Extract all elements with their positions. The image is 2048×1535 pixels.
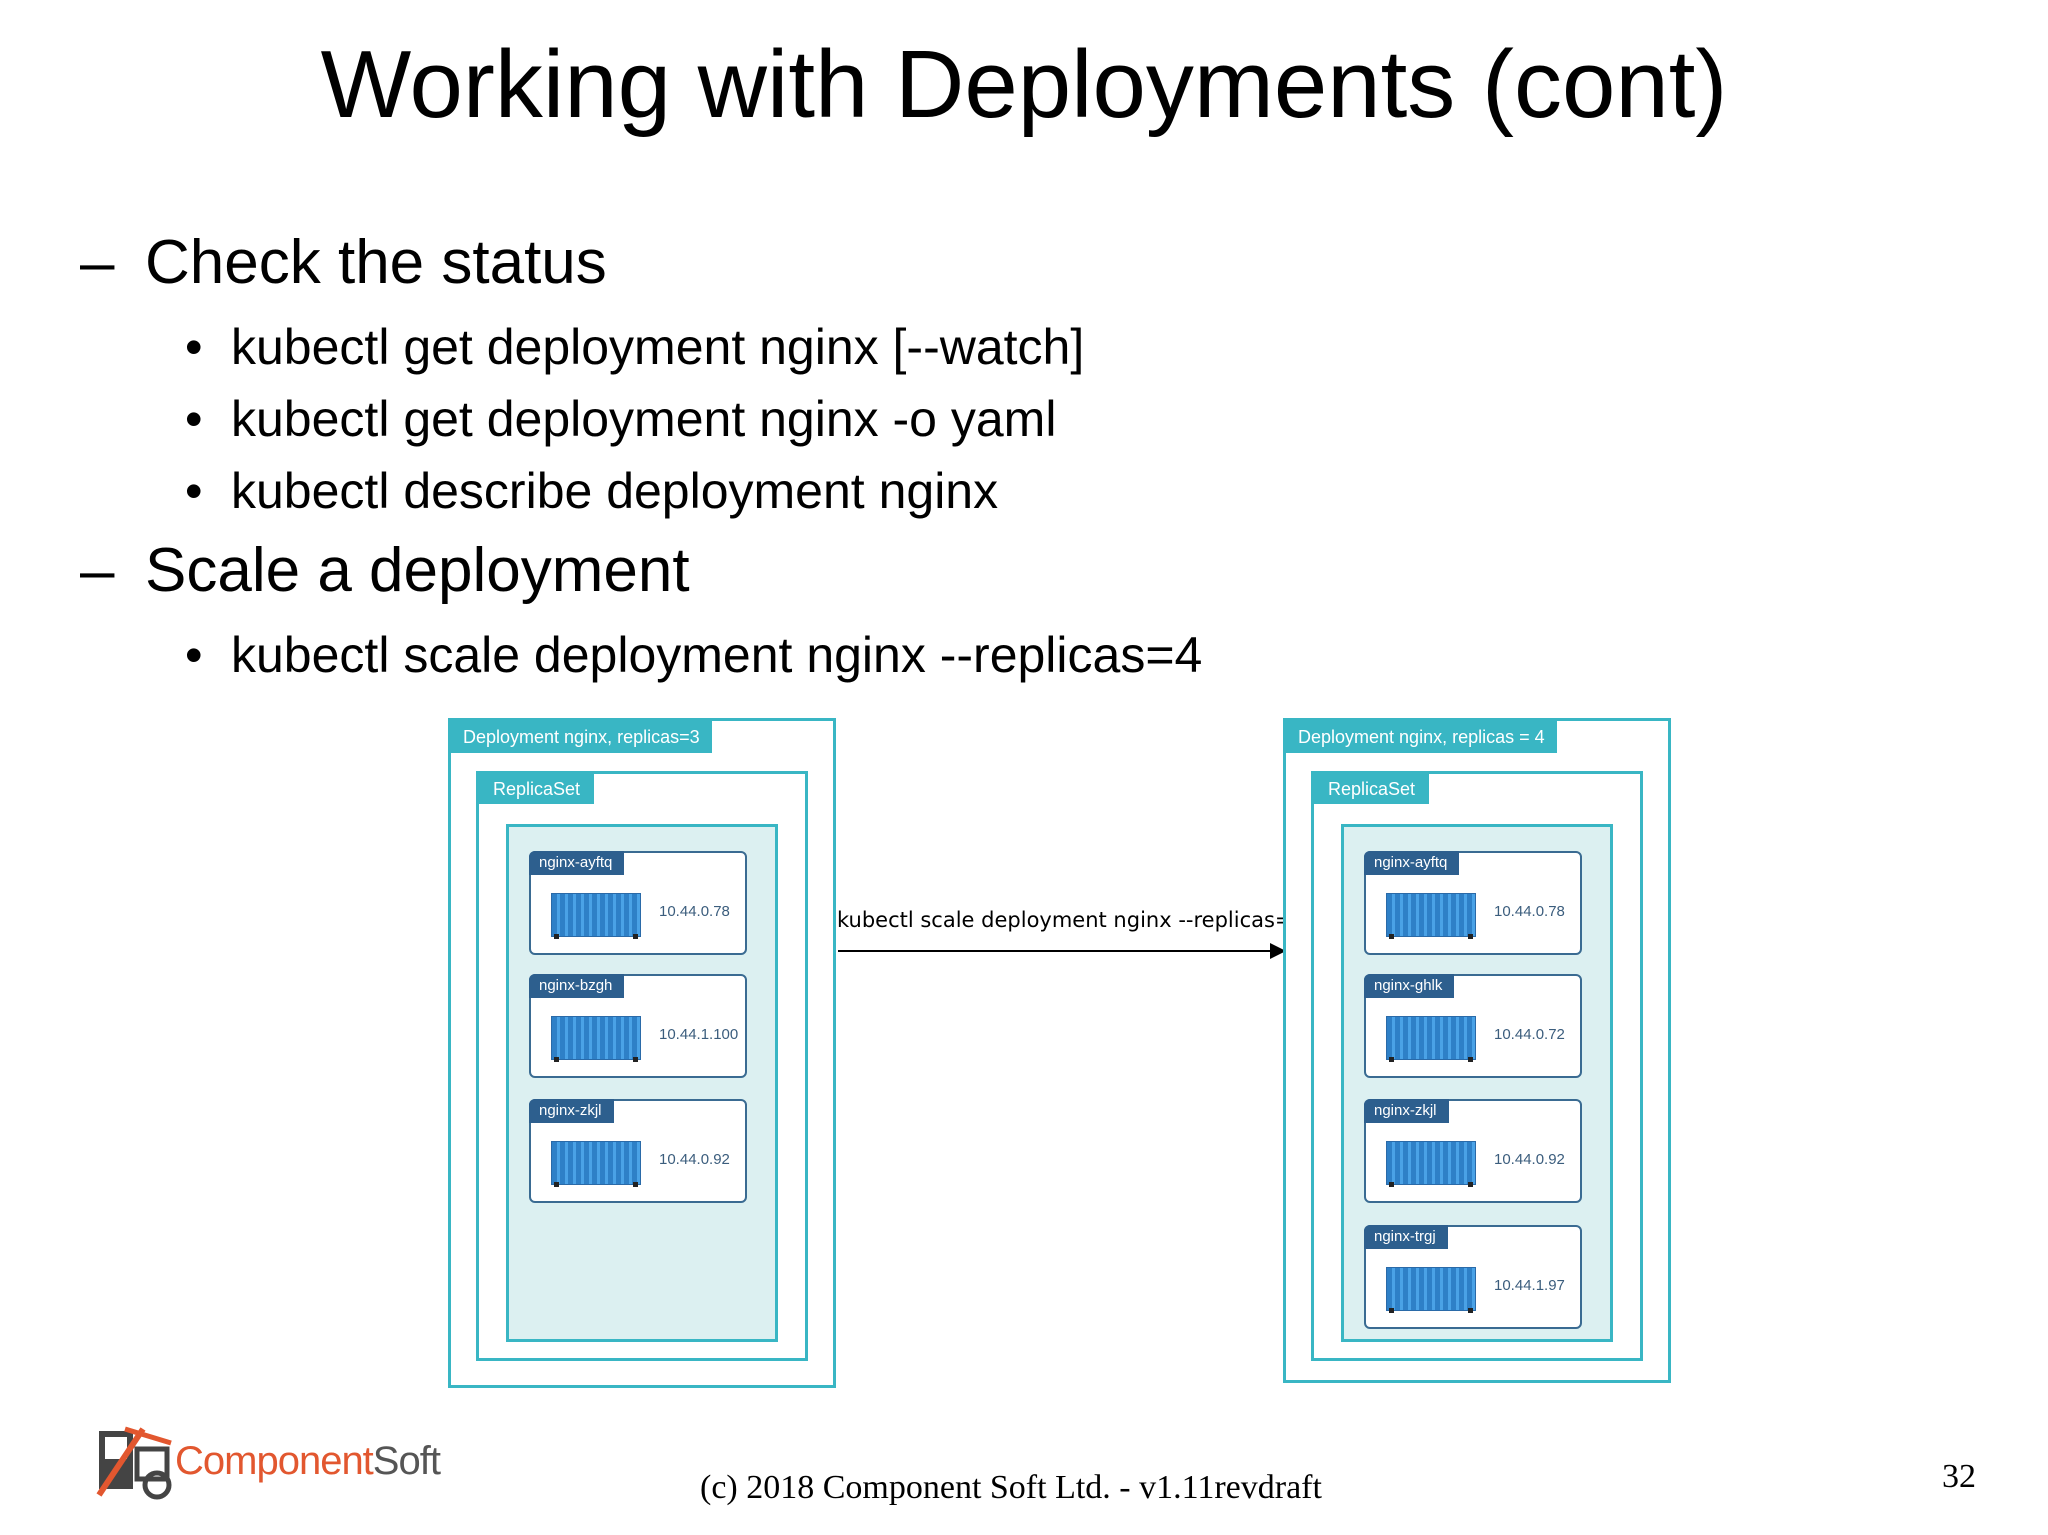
- sub-bullet: • kubectl get deployment nginx [--watch]: [185, 318, 1084, 376]
- replicaset-label: ReplicaSet: [1314, 774, 1430, 804]
- pod-name: nginx-ayftq: [529, 851, 625, 875]
- dot-marker: •: [185, 319, 203, 375]
- sub-bullet-text: kubectl get deployment nginx [--watch]: [231, 319, 1085, 375]
- pod-name: nginx-trgj: [1364, 1225, 1448, 1249]
- container-icon: [1386, 1016, 1476, 1062]
- dot-marker: •: [185, 627, 203, 683]
- container-icon: [551, 893, 641, 939]
- deployment-box-right: Deployment nginx, replicas = 4 ReplicaSe…: [1283, 718, 1671, 1383]
- company-logo: ComponentSoft: [95, 1425, 455, 1500]
- page-number: 32: [1942, 1458, 1976, 1495]
- logo-component: Component: [175, 1439, 374, 1483]
- deployment-label: Deployment nginx, replicas=3: [451, 721, 712, 753]
- pod-ip: 10.44.1.100: [659, 1026, 739, 1043]
- footer-copyright: (c) 2018 Component Soft Ltd. - v1.11revd…: [700, 1469, 1322, 1506]
- pod-name: nginx-ghlk: [1364, 974, 1455, 998]
- pod-area-left: nginx-ayftq 10.44.0.78 nginx-bzgh 10.44.…: [506, 824, 778, 1342]
- pod-name: nginx-bzgh: [529, 974, 625, 998]
- slide-title: Working with Deployments (cont): [320, 31, 1728, 138]
- deployment-box-left: Deployment nginx, replicas=3 ReplicaSet …: [448, 718, 836, 1388]
- sub-bullet: • kubectl get deployment nginx -o yaml: [185, 390, 1056, 448]
- pod-name: nginx-zkjl: [1364, 1099, 1449, 1123]
- pod-card: nginx-zkjl 10.44.0.92: [1364, 1099, 1582, 1203]
- logo-soft: Soft: [372, 1439, 441, 1483]
- scale-command-label: kubectl scale deployment nginx --replica…: [837, 908, 1306, 932]
- sub-bullet: • kubectl scale deployment nginx --replic…: [185, 626, 1202, 684]
- pod-ip: 10.44.0.72: [1494, 1026, 1565, 1043]
- dash-marker: –: [80, 228, 115, 297]
- pod-card: nginx-ghlk 10.44.0.72: [1364, 974, 1582, 1078]
- bullet-text: Check the status: [145, 228, 607, 297]
- bullet-scale-deployment: –Scale a deployment: [80, 536, 690, 606]
- pod-ip: 10.44.0.78: [659, 903, 730, 920]
- deployment-label: Deployment nginx, replicas = 4: [1286, 721, 1557, 753]
- container-icon: [551, 1141, 641, 1187]
- pod-card: nginx-bzgh 10.44.1.100: [529, 974, 747, 1078]
- pod-ip: 10.44.0.92: [659, 1151, 730, 1168]
- sub-bullet-text: kubectl scale deployment nginx --replica…: [231, 627, 1203, 683]
- sub-bullet-text: kubectl describe deployment nginx: [231, 463, 999, 519]
- pod-card: nginx-zkjl 10.44.0.92: [529, 1099, 747, 1203]
- replicaset-label: ReplicaSet: [479, 774, 595, 804]
- dot-marker: •: [185, 463, 203, 519]
- sub-bullet: • kubectl describe deployment nginx: [185, 462, 998, 520]
- arrow-head-icon: [1270, 943, 1286, 959]
- scale-arrow-line: [838, 950, 1278, 952]
- pod-card: nginx-ayftq 10.44.0.78: [529, 851, 747, 955]
- pod-card: nginx-ayftq 10.44.0.78: [1364, 851, 1582, 955]
- logo-wordmark: ComponentSoft: [175, 1439, 441, 1484]
- dash-marker: –: [80, 536, 115, 605]
- pod-ip: 10.44.1.97: [1494, 1277, 1565, 1294]
- pod-name: nginx-ayftq: [1364, 851, 1460, 875]
- replicaset-box-right: ReplicaSet nginx-ayftq 10.44.0.78 nginx-…: [1311, 771, 1643, 1361]
- pod-area-right: nginx-ayftq 10.44.0.78 nginx-ghlk 10.44.…: [1341, 824, 1613, 1342]
- replicaset-box-left: ReplicaSet nginx-ayftq 10.44.0.78 nginx-…: [476, 771, 808, 1361]
- pod-ip: 10.44.0.92: [1494, 1151, 1565, 1168]
- sub-bullet-text: kubectl get deployment nginx -o yaml: [231, 391, 1057, 447]
- pod-name: nginx-zkjl: [529, 1099, 614, 1123]
- container-icon: [1386, 1267, 1476, 1313]
- container-icon: [1386, 1141, 1476, 1187]
- pod-ip: 10.44.0.78: [1494, 903, 1565, 920]
- pod-card: nginx-trgj 10.44.1.97: [1364, 1225, 1582, 1329]
- container-icon: [551, 1016, 641, 1062]
- dot-marker: •: [185, 391, 203, 447]
- bullet-text: Scale a deployment: [145, 536, 690, 605]
- logo-mark-icon: [96, 1426, 172, 1500]
- container-icon: [1386, 893, 1476, 939]
- bullet-check-status: –Check the status: [80, 228, 607, 298]
